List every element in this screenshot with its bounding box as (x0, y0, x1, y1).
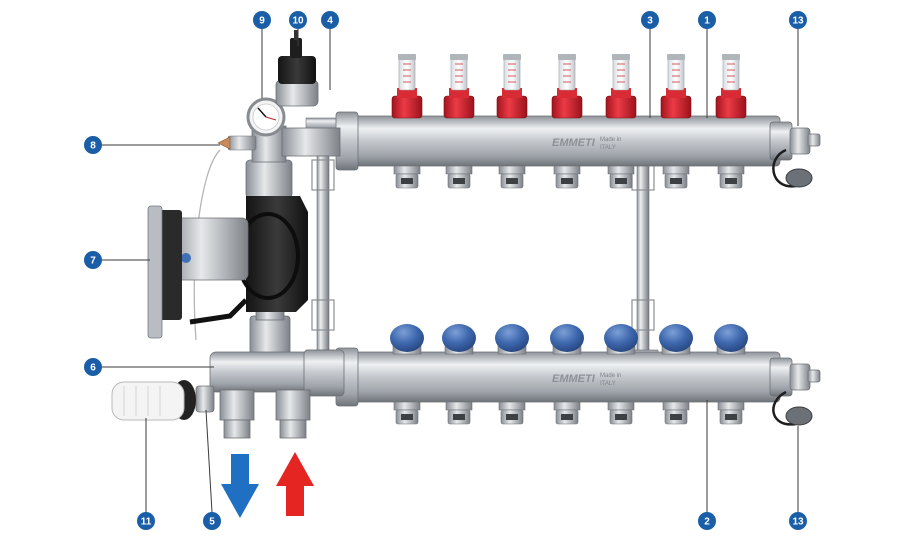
callout-13-top: 13 (789, 11, 807, 29)
supply-bar-origin-line-1: Made in (600, 137, 621, 143)
callout-label: 5 (209, 517, 215, 528)
leader-lines (102, 28, 799, 513)
return-manifold-bar: EMMETI Made in ITALY (335, 347, 793, 407)
callout-11: 11 (137, 512, 155, 530)
callout-label: 13 (792, 517, 804, 528)
supply-end-cap (772, 127, 821, 188)
callout-1: 1 (698, 11, 716, 29)
supply-outlet-3 (498, 165, 526, 189)
return-outlet-3 (498, 401, 526, 425)
return-outlet-2 (445, 401, 473, 425)
return-flow-arrow (276, 452, 314, 516)
supply-outlet-group (393, 165, 745, 189)
air-vent-valve (275, 30, 319, 107)
flowmeter-6 (660, 54, 692, 119)
callout-label: 13 (792, 16, 804, 27)
supply-bar-origin-line-2: ITALY (600, 145, 616, 151)
return-outlet-1 (393, 401, 421, 425)
flowmeter-2 (443, 54, 475, 119)
callout-4: 4 (321, 11, 339, 29)
return-outlet-group (393, 401, 745, 425)
callout-2: 2 (698, 512, 716, 530)
callout-3: 3 (641, 11, 659, 29)
valve-cap-4 (550, 324, 584, 355)
flow-arrow-group (221, 452, 314, 518)
thermostatic-head (111, 380, 196, 421)
callout-10: 10 (289, 11, 307, 29)
return-outlet-6 (662, 401, 690, 425)
callout-label: 10 (292, 16, 304, 27)
valve-cap-1 (390, 324, 424, 355)
supply-outlet-1 (393, 165, 421, 189)
callout-label: 6 (90, 363, 96, 374)
flowmeter-7 (715, 54, 747, 119)
valve-cap-group (390, 324, 748, 355)
return-bar-origin-line-1: Made in (600, 373, 621, 379)
valve-cap-2 (442, 324, 476, 355)
callout-label: 4 (327, 16, 333, 27)
callout-label: 2 (704, 517, 710, 528)
flowmeter-5 (605, 54, 637, 119)
callout-label: 1 (704, 16, 710, 27)
return-bar-origin-line-2: ITALY (600, 381, 616, 387)
callout-label: 3 (647, 16, 653, 27)
supply-bar-brand: EMMETI (552, 137, 596, 149)
callout-label: 11 (141, 517, 152, 528)
flowmeter-4 (551, 54, 583, 119)
return-end-cap (772, 363, 821, 426)
callout-8: 8 (84, 136, 102, 154)
callout-13-bottom: 13 (789, 512, 807, 530)
supply-outlet-7 (717, 165, 745, 189)
callout-5: 5 (203, 512, 221, 530)
supply-outlet-6 (662, 165, 690, 189)
callout-7: 7 (84, 251, 102, 269)
valve-cap-3 (495, 324, 529, 355)
supply-flow-arrow (221, 454, 259, 518)
callout-label: 8 (90, 141, 96, 152)
flowmeter-1 (391, 54, 423, 119)
return-bar-brand: EMMETI (552, 373, 596, 385)
return-outlet-4 (553, 401, 581, 425)
valve-cap-5 (604, 324, 638, 355)
circulation-pump (147, 196, 308, 339)
callout-group: 1 2 3 4 5 6 7 8 9 10 11 13 13 (84, 11, 807, 530)
supply-outlet-5 (607, 165, 635, 189)
flowmeter-group (391, 54, 747, 119)
callout-9: 9 (253, 11, 271, 29)
valve-cap-7 (714, 324, 748, 355)
supply-outlet-2 (445, 165, 473, 189)
supply-outlet-4 (553, 165, 581, 189)
callout-label: 7 (90, 256, 96, 267)
flowmeter-3 (496, 54, 528, 119)
callout-6: 6 (84, 358, 102, 376)
return-outlet-5 (607, 401, 635, 425)
supply-manifold-bar: EMMETI Made in ITALY (335, 111, 793, 171)
callout-label: 9 (259, 16, 265, 27)
valve-cap-6 (659, 324, 693, 355)
mixing-valve-body (195, 349, 345, 439)
return-outlet-7 (717, 401, 745, 425)
thermometer-gauge (246, 97, 286, 137)
